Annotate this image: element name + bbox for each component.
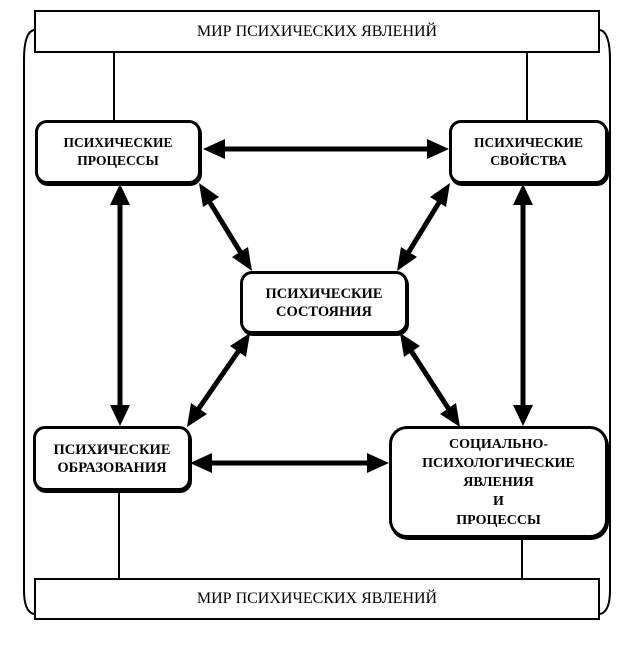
node-mental-formations: ПСИХИЧЕСКИЕ ОБРАЗОВАНИЯ: [33, 426, 191, 491]
node-label-line: ОБРАЗОВАНИЯ: [57, 459, 167, 476]
arrow-processes-formations: [110, 184, 130, 426]
arrow-formations-states: [187, 333, 250, 427]
node-label-line: ПРОЦЕССЫ: [77, 153, 159, 168]
node-label-line: ПРОЦЕССЫ: [456, 512, 541, 528]
arrow-processes-states: [199, 183, 252, 271]
node-label-line: И: [493, 493, 504, 509]
node-label-line: ЯВЛЕНИЯ: [463, 474, 534, 490]
node-label-line: ПСИХИЧЕСКИЕ: [63, 135, 173, 150]
arrow-social-states: [400, 333, 460, 427]
top-banner: МИР ПСИХИЧЕСКИХ ЯВЛЕНИЙ: [34, 10, 600, 53]
bottom-banner-label: МИР ПСИХИЧЕСКИХ ЯВЛЕНИЙ: [196, 590, 438, 607]
node-label-line: ПСИХИЧЕСКИЕ: [265, 285, 383, 302]
node-label-line: СОЦИАЛЬНО-: [448, 436, 549, 452]
node-label-line: ПСИХИЧЕСКИЕ: [53, 441, 171, 458]
arrow-properties-social: [513, 184, 533, 426]
node-label-line: ПСИХОЛОГИЧЕСКИЕ: [422, 455, 575, 471]
node-mental-processes: ПСИХИЧЕСКИЕ ПРОЦЕССЫ: [35, 120, 201, 184]
node-label-line: СВОЙСТВА: [490, 153, 567, 168]
node-socio-psychological: СОЦИАЛЬНО- ПСИХОЛОГИЧЕСКИЕ ЯВЛЕНИЯ И ПРО…: [389, 426, 608, 538]
node-label-line: ПСИХИЧЕСКИЕ: [474, 135, 583, 150]
arrow-processes-properties: [203, 139, 449, 159]
outer-frame: [23, 29, 611, 615]
node-label-line: СОСТОЯНИЯ: [276, 303, 372, 320]
node-mental-properties: ПСИХИЧЕСКИЕ СВОЙСТВА: [449, 120, 608, 184]
arrow-formations-social: [190, 453, 389, 473]
bottom-banner: МИР ПСИХИЧЕСКИХ ЯВЛЕНИЙ: [34, 578, 600, 620]
arrow-properties-states: [397, 183, 450, 271]
top-banner-label: МИР ПСИХИЧЕСКИХ ЯВЛЕНИЙ: [196, 22, 438, 40]
node-mental-states: ПСИХИЧЕСКИЕ СОСТОЯНИЯ: [240, 271, 408, 334]
